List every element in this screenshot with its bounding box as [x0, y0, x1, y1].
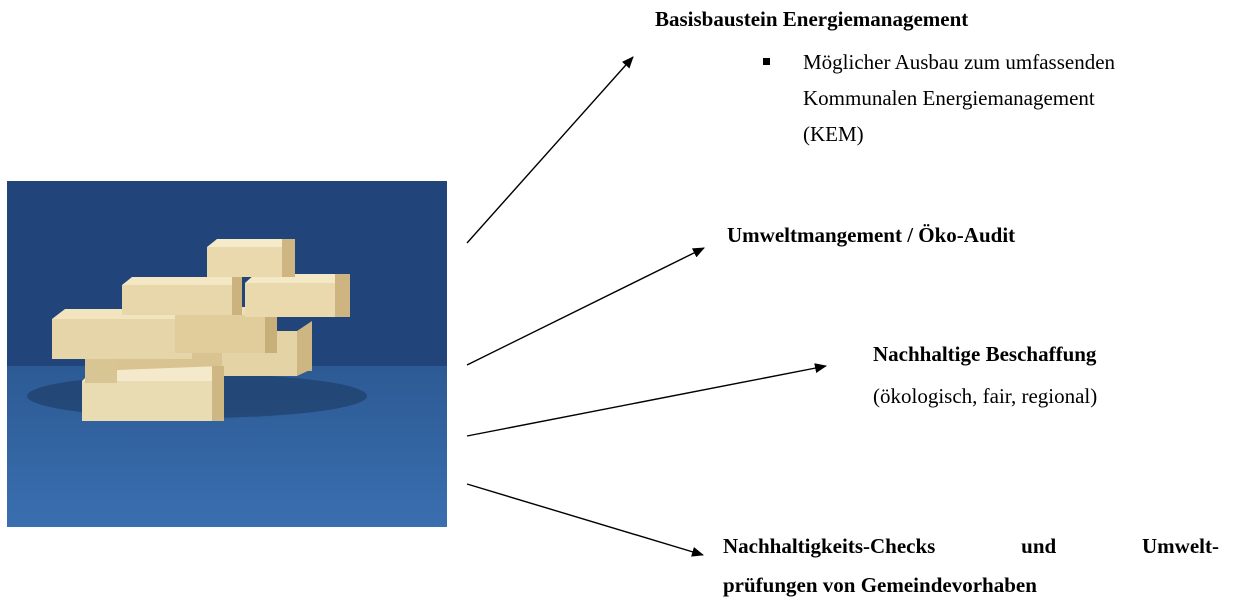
wooden-blocks-photo [7, 181, 447, 527]
arrow-to-checks [466, 483, 704, 557]
bullet-square-icon [763, 58, 770, 65]
energie-bullet-line-2: Kommunalen Energiemanagement [803, 86, 1095, 110]
energie-title: Basisbaustein Energiemanagement [655, 7, 969, 31]
beschaffung-title: Nachhaltige Beschaffung [873, 342, 1097, 366]
arrow-to-energie [466, 56, 634, 244]
checks-title-line-2: prüfungen von Gemeindevorhaben [723, 573, 1037, 597]
arrow-to-umwelt [466, 247, 705, 366]
checks-word: und [1021, 534, 1057, 558]
arrow-to-beschaffung [466, 363, 827, 437]
checks-word: Nachhaltigkeits-Checks [723, 534, 936, 558]
block [85, 359, 117, 383]
energie-bullet-line-3: (KEM) [803, 122, 864, 146]
energie-bullet-line-1: Möglicher Ausbau zum umfassenden [803, 50, 1116, 74]
checks-word: Umwelt- [1142, 534, 1219, 558]
block [207, 239, 295, 277]
block [122, 277, 242, 315]
umwelt-title: Umweltmangement / Öko-Audit [727, 223, 1016, 247]
wooden-blocks-illustration [7, 181, 447, 527]
beschaffung-subtitle: (ökologisch, fair, regional) [873, 384, 1098, 408]
block [245, 274, 350, 317]
checks-title-line-1: Nachhaltigkeits-Checks und Umwelt- [723, 531, 1219, 562]
